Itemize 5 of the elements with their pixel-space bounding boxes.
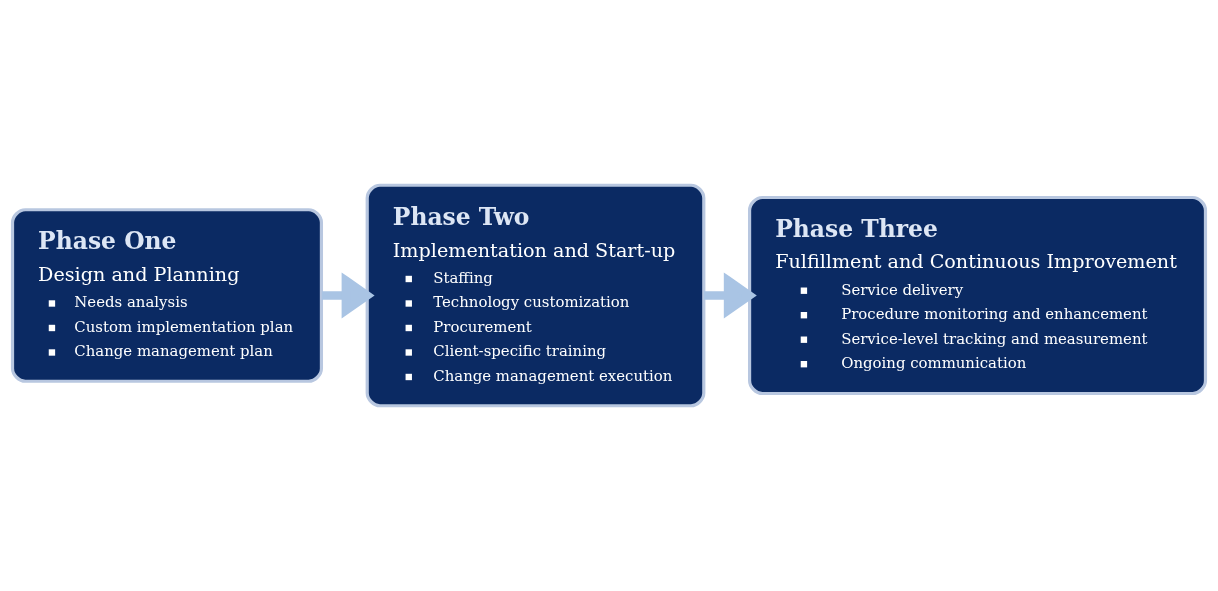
node-box: Phase Two Implementation and Start-up Staffing Technology customization Procurement Client-specific training Change management execution — [365, 183, 706, 408]
node-box: Phase One Design and Planning Needs analysis Custom implementation plan Change management plan — [10, 208, 324, 383]
node-box: Phase Three Fulfillment and Continuous Improvement Service delivery Procedure monitoring and enhancement Service-level tracking and measurement Ongoing communication — [748, 195, 1208, 396]
arrow — [321, 272, 375, 319]
arrow — [703, 272, 757, 319]
